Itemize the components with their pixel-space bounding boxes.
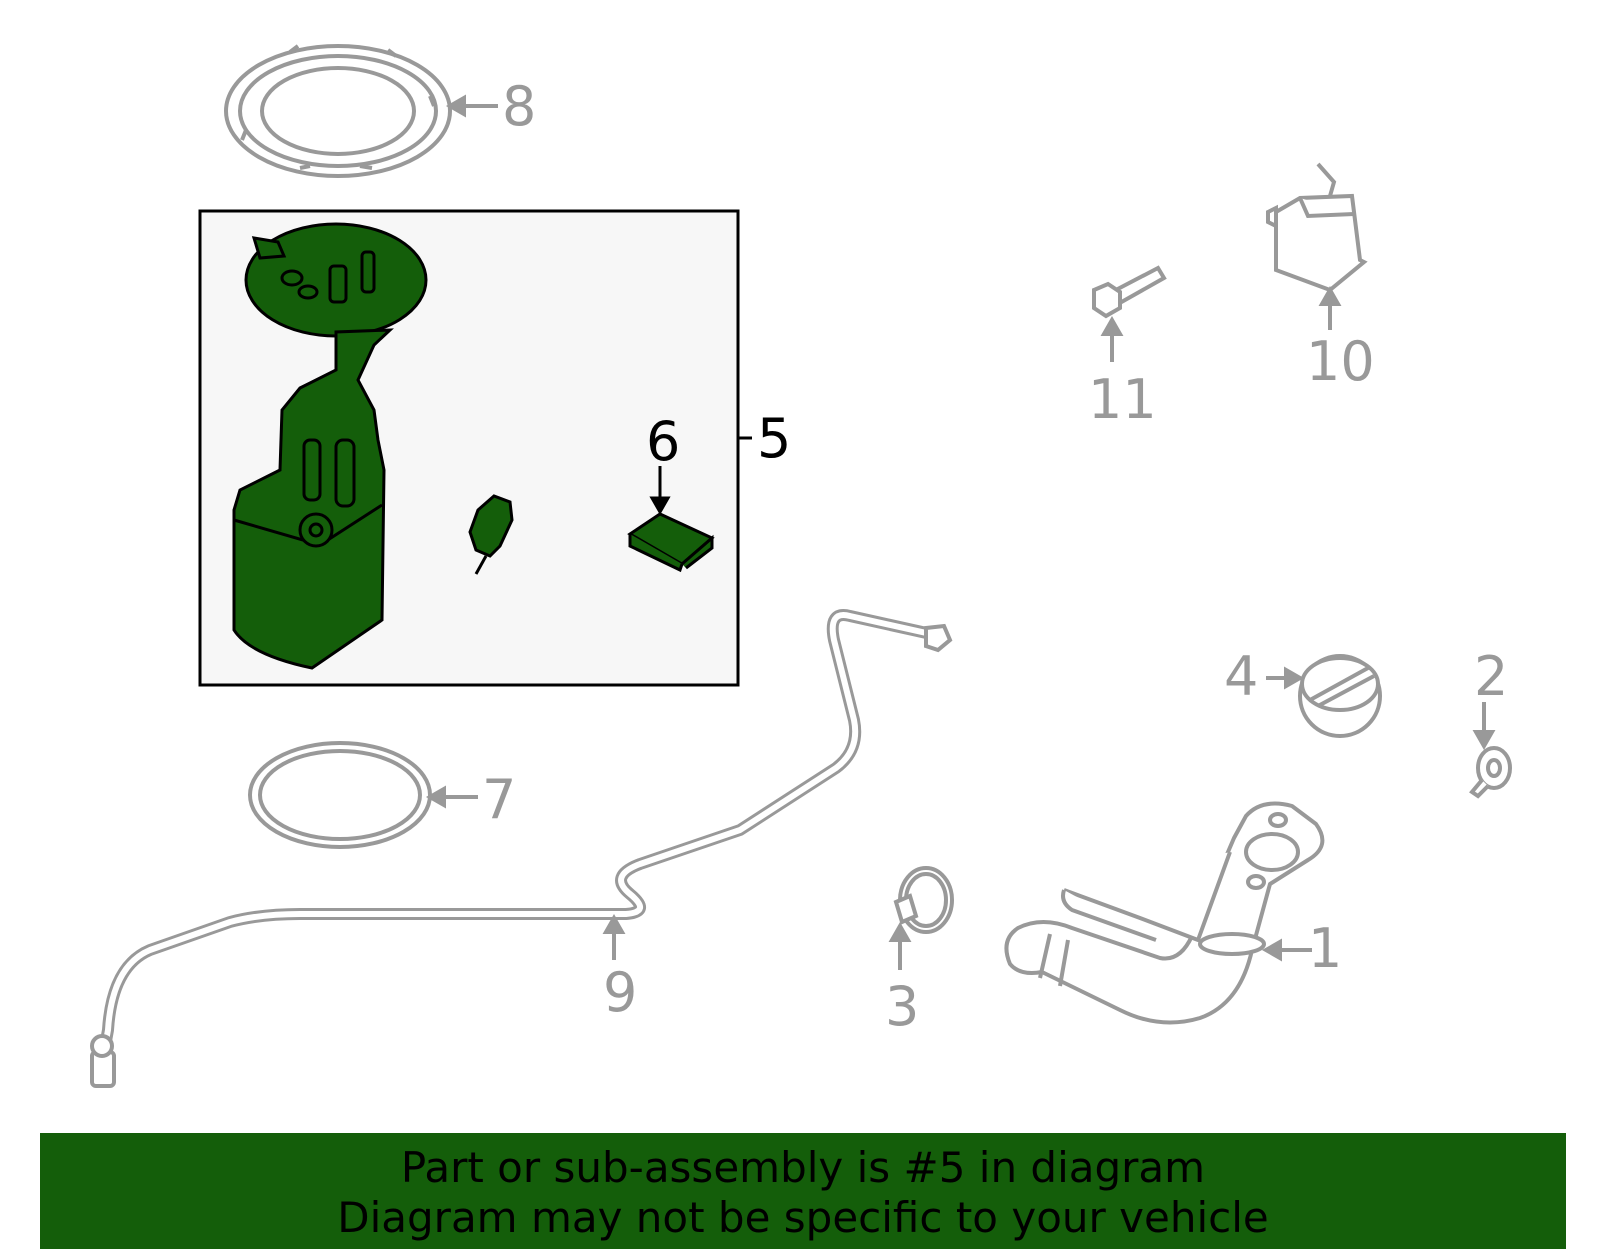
part-8-lock-ring[interactable]: [224, 44, 452, 178]
part-2-grommet[interactable]: [1469, 746, 1512, 799]
callout-9: 9: [603, 961, 638, 1024]
callout-1: 1: [1308, 917, 1343, 980]
banner-line-2: Diagram may not be specific to your vehi…: [337, 1193, 1269, 1242]
part-1-filler-neck[interactable]: [1004, 801, 1325, 1025]
callout-4: 4: [1224, 645, 1259, 708]
part-4-fuel-cap[interactable]: [1298, 654, 1382, 738]
part-7-seal[interactable]: [248, 741, 432, 849]
callout-7: 7: [482, 768, 517, 831]
part-5-fuel-pump-module[interactable]: [232, 222, 428, 670]
part-9-fuel-line-inner: [101, 612, 943, 1055]
callout-arrow-11: [1100, 315, 1124, 362]
callout-arrow-7: [425, 785, 478, 809]
banner-line-1: Part or sub-assembly is #5 in diagram: [400, 1143, 1206, 1192]
callout-arrow-4: [1266, 666, 1305, 690]
callout-arrow-2: [1472, 702, 1496, 751]
callout-3: 3: [885, 975, 920, 1038]
part-11-bolt[interactable]: [1092, 265, 1167, 319]
part-5-sensor[interactable]: [468, 494, 514, 575]
callout-8: 8: [502, 75, 537, 138]
callout-arrow-10: [1318, 285, 1342, 330]
part-9-fittings: [90, 623, 953, 1088]
callout-2: 2: [1474, 645, 1509, 708]
part-3-clamp[interactable]: [893, 866, 954, 934]
info-banner: Part or sub-assembly is #5 in diagram Di…: [40, 1133, 1566, 1249]
part-10-bracket[interactable]: [1266, 162, 1368, 293]
callout-11: 11: [1088, 368, 1157, 431]
callout-arrow-3: [888, 921, 912, 970]
callout-arrow-1: [1261, 938, 1312, 962]
part-6-filter[interactable]: [627, 512, 715, 573]
callout-5: 5: [757, 407, 792, 470]
callout-arrow-8: [445, 94, 498, 118]
callout-10: 10: [1306, 330, 1375, 393]
callout-arrow-9: [602, 913, 626, 960]
callout-6: 6: [646, 410, 681, 473]
callout-arrow-6: [649, 466, 671, 516]
